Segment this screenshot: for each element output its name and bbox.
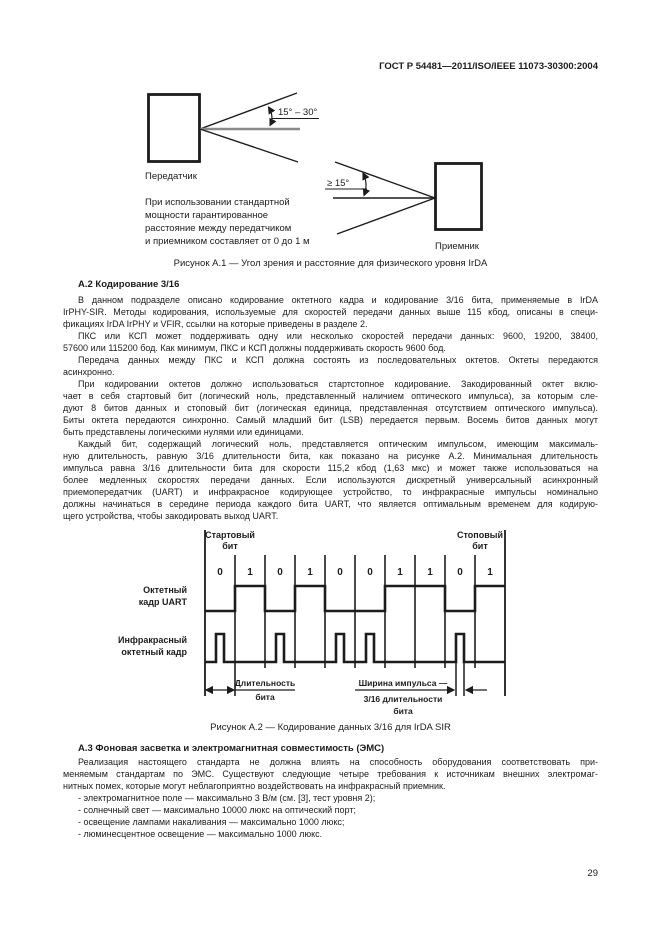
bit-value: 1 [427,567,433,578]
text-line: ную длительность, равную 3/16 длительнос… [63,451,598,461]
text-line: меняемым стандартам по ЭМС. Существуют с… [63,769,598,779]
tx-angle-label: 15° – 30° [278,107,317,118]
section-a3-heading: А.3 Фоновая засветка и электромагнитная … [78,743,385,754]
figure-a1-irda-angle-diagram: 15° – 30° Передатчик ≥ 15° Приемник [145,92,483,252]
text-line: Реализация настоящего стандарта не должн… [78,757,598,767]
text-line: Передача данных между ПКС и КСП должна с… [78,355,598,365]
paragraph: Реализация настоящего стандарта не должн… [63,756,598,792]
transmitter-box [147,93,201,163]
paragraph: При кодировании октетов должно использов… [63,378,598,438]
text-line: асинхронно. [63,367,115,377]
bit-value: 0 [457,567,463,578]
text-line: ПКС или КСП может поддерживать одну или … [78,331,598,341]
list-item: - освещение лампами накаливания — максим… [78,817,345,827]
text-line: мощности гарантированное [145,210,269,221]
list-item: - люминесцентное освещение — максимально… [78,829,323,839]
stop-bit-label-line2: бит [472,541,488,551]
text-line: должны начинаться в середине периода каж… [63,499,598,509]
text-line: При кодировании октетов должно использов… [78,379,598,389]
bit-value: 0 [277,567,283,578]
section-a2-heading: А.2 Кодирование 3/16 [78,279,180,290]
text-line: приемопередатчик (UART) и инфракрасное к… [63,487,598,497]
uart-waveform [205,584,505,613]
pulse-width-label-line1: Ширина импульса — [359,678,448,688]
text-line: импульса равна 3/16 длительности бита дл… [63,463,598,473]
bit-value: 0 [337,567,343,578]
text-line: и приемником составляет от 0 до 1 м [145,236,310,247]
tx-beam-upper-line [199,92,298,130]
rx-beam-upper-line [334,161,436,199]
paragraph: Передача данных между ПКС и КСП должна с… [63,354,598,378]
text-line: 57600 или 115200 бод. Как минимум, ПКС и… [63,343,446,353]
figure-a1-note: При использовании стандартной мощности га… [145,196,355,248]
text-line: Каждый бит, содержащий логический ноль, … [78,439,598,449]
text-line: В данном подразделе описано кодирование … [78,295,598,305]
tx-beam-lower-line [199,128,299,163]
section-a2-body: В данном подразделе описано кодирование … [63,294,598,522]
bit-duration-label-line1: Длительность [235,678,296,688]
paragraph: В данном подразделе описано кодирование … [63,294,598,330]
transmitter-label: Передатчик [145,171,198,182]
text-line: расстояние между передатчиком [145,223,292,234]
figure-a1-caption: Рисунок А.1 — Угол зрения и расстояние д… [173,258,488,269]
section-a3-body: Реализация настоящего стандарта не должн… [63,756,598,840]
emc-requirements-list: - электромагнитное поле — максимально 3 … [63,792,598,840]
pulse-width-label-line3: бита [393,706,413,716]
rx-angle-arc-arrow [362,171,371,197]
uart-row-label-line2: кадр UART [139,597,188,607]
pulse-width-label-line2: 3/16 длительности [364,694,443,704]
text-line: При использовании стандартной [145,197,290,208]
figure-a2-encoding-diagram: Стартовый бит Стоповый бит Октетный кадр… [118,530,506,716]
paragraph: ПКС или КСП может поддерживать одну или … [63,330,598,354]
list-item: - электромагнитное поле — максимально 3 … [78,793,376,803]
ir-row-label-line2: октетный кадр [121,647,187,657]
text-line: фикациях IrDA IrPHY и VFIR, ссылки на ко… [63,319,368,329]
rx-angle-label: ≥ 15° [327,178,349,189]
ir-waveform [205,632,505,664]
text-line: быть представлены логическими нулями или… [63,427,304,437]
start-bit-label-line2: бит [222,541,238,551]
text-line: нитных помех, которые могут неблагоприят… [63,781,446,791]
tx-angle-arc-arrow [267,106,277,127]
bit-value: 1 [307,567,313,578]
start-bit-label-line1: Стартовый [205,530,255,540]
text-line: щего устройства, чтобы закодировать выхо… [63,511,279,521]
text-line: IrPHY-SIR. Методы кодирования, используе… [63,307,598,317]
page-number: 29 [587,868,598,879]
receiver-label: Приемник [435,241,480,252]
text-line: более медленных скоростях передачи данны… [63,475,598,485]
rx-beam-lower-line [336,197,436,235]
receiver-box [434,162,483,231]
bit-value: 1 [487,567,493,578]
bit-value: 1 [247,567,253,578]
text-line: дуют 8 битов данных и стоповый бит (логи… [63,403,598,413]
figure-a2-caption: Рисунок А.2 — Кодирование данных 3/16 дл… [210,722,451,733]
bit-duration-label-line2: бита [255,692,275,702]
uart-row-label-line1: Октетный [143,585,187,595]
bit-value: 1 [397,567,403,578]
bit-value: 0 [367,567,373,578]
bit-value: 0 [217,567,223,578]
ir-row-label-line1: Инфракрасный [118,635,187,645]
paragraph: Каждый бит, содержащий логический ноль, … [63,438,598,522]
waveform-plot-area: 0 1 0 1 0 0 1 1 0 1 [204,530,506,696]
page-header-title: ГОСТ Р 54481—2011/ISO/IEEE 11073-30300:2… [379,61,598,72]
list-item: - солнечный свет — максимально 10000 люк… [78,805,356,815]
stop-bit-label-line1: Стоповый [457,530,503,540]
text-line: чает в себя стартовый бит (логический но… [63,391,598,401]
text-line: Биты октета передаются синхронно. Самый … [63,415,598,425]
